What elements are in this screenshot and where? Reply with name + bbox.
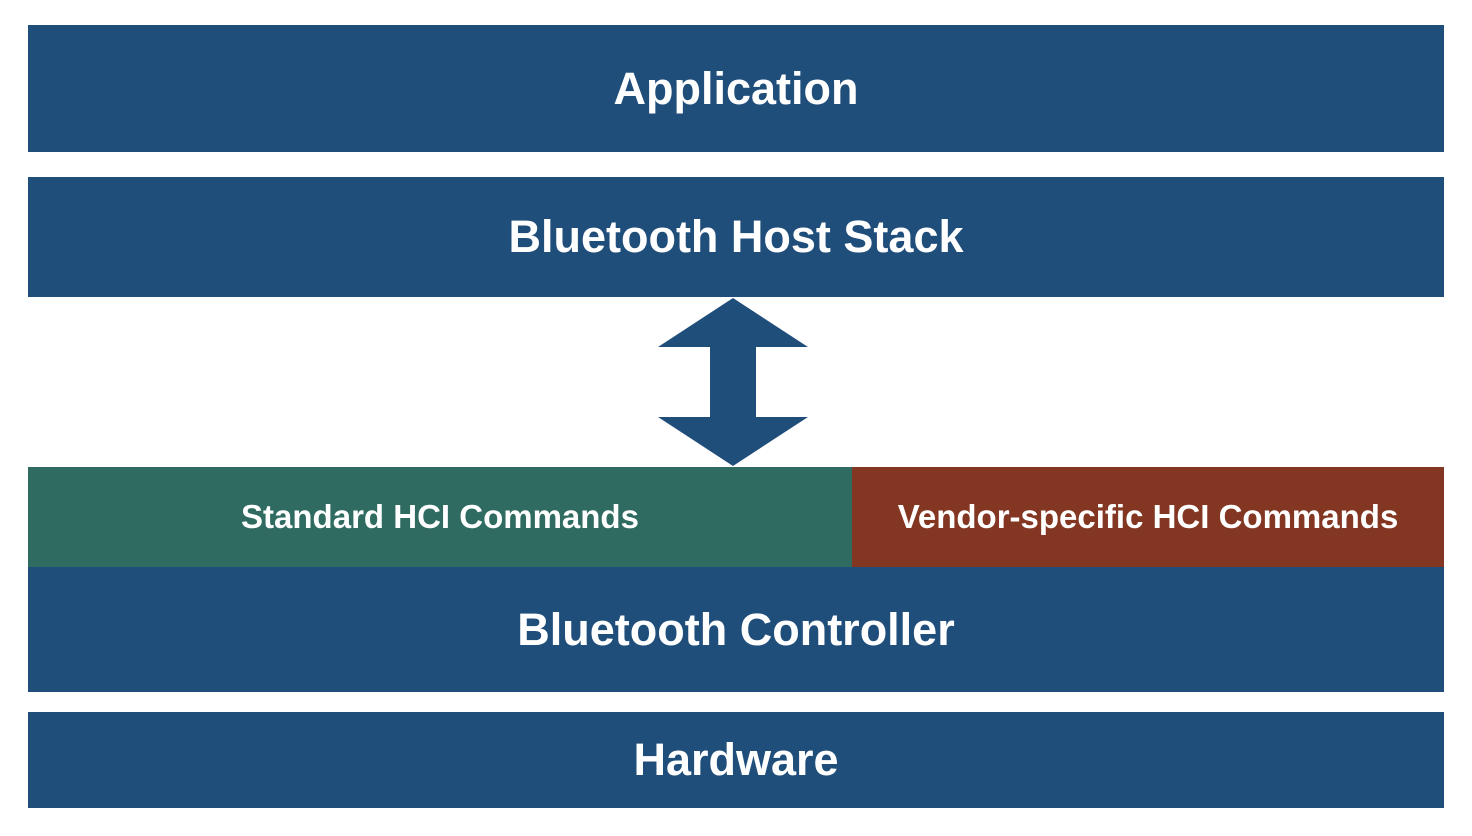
layer-bluetooth-host-stack: Bluetooth Host Stack: [28, 177, 1444, 297]
layer-application: Application: [28, 25, 1444, 152]
host-controller-arrow: [658, 298, 808, 466]
layer-hardware-label: Hardware: [633, 734, 839, 785]
layer-application-label: Application: [613, 62, 859, 114]
layer-bluetooth-host-stack-label: Bluetooth Host Stack: [508, 211, 964, 262]
cell-standard-hci-commands: Standard HCI Commands: [28, 467, 852, 567]
cell-standard-hci-commands-label: Standard HCI Commands: [241, 498, 639, 535]
cell-vendor-specific-hci-commands-label: Vendor-specific HCI Commands: [897, 498, 1399, 535]
layer-bluetooth-controller: Bluetooth Controller: [28, 567, 1444, 692]
layer-hardware: Hardware: [28, 712, 1444, 808]
bidirectional-arrow-icon: [658, 298, 808, 466]
cell-vendor-specific-hci-commands: Vendor-specific HCI Commands: [852, 467, 1444, 567]
layer-bluetooth-controller-label: Bluetooth Controller: [517, 603, 955, 655]
